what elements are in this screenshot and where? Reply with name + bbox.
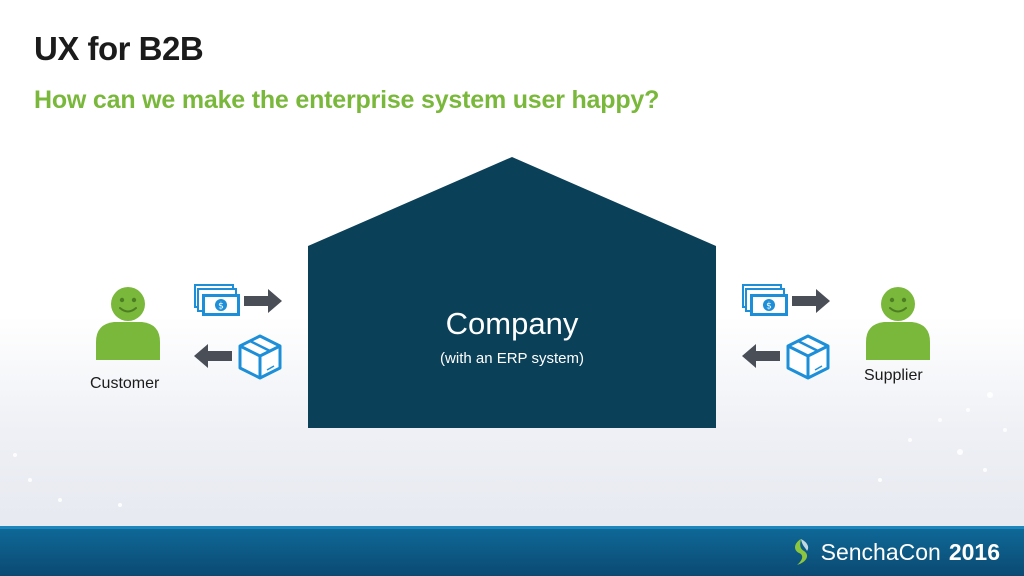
customer-user-icon (96, 287, 160, 360)
company-subtitle: (with an ERP system) (440, 350, 584, 367)
svg-text:$: $ (766, 302, 772, 312)
brand-name: SenchaCon (820, 538, 941, 565)
svg-text:$: $ (218, 302, 224, 312)
arrow-right-icon (244, 289, 282, 313)
footer-accent-line (0, 526, 1024, 529)
package-icon (786, 334, 830, 380)
customer-label: Customer (90, 375, 160, 392)
brand: SenchaCon 2016 (789, 538, 1000, 566)
sencha-logo-icon (794, 539, 808, 565)
slide-subtitle: How can we make the enterprise system us… (34, 86, 660, 114)
arrow-right-icon (792, 289, 830, 313)
supplier-user-icon (866, 287, 930, 360)
brand-year: 2016 (948, 538, 1000, 565)
slide-title: UX for B2B (34, 30, 204, 67)
supplier-label: Supplier (864, 367, 923, 384)
company-title: Company (445, 306, 579, 341)
package-icon (238, 334, 282, 380)
money-icon: $ (194, 284, 240, 316)
arrow-left-icon (194, 344, 232, 368)
arrow-left-icon (742, 344, 780, 368)
money-icon: $ (742, 284, 788, 316)
footer-bar: SenchaCon 2016 (0, 526, 1024, 576)
